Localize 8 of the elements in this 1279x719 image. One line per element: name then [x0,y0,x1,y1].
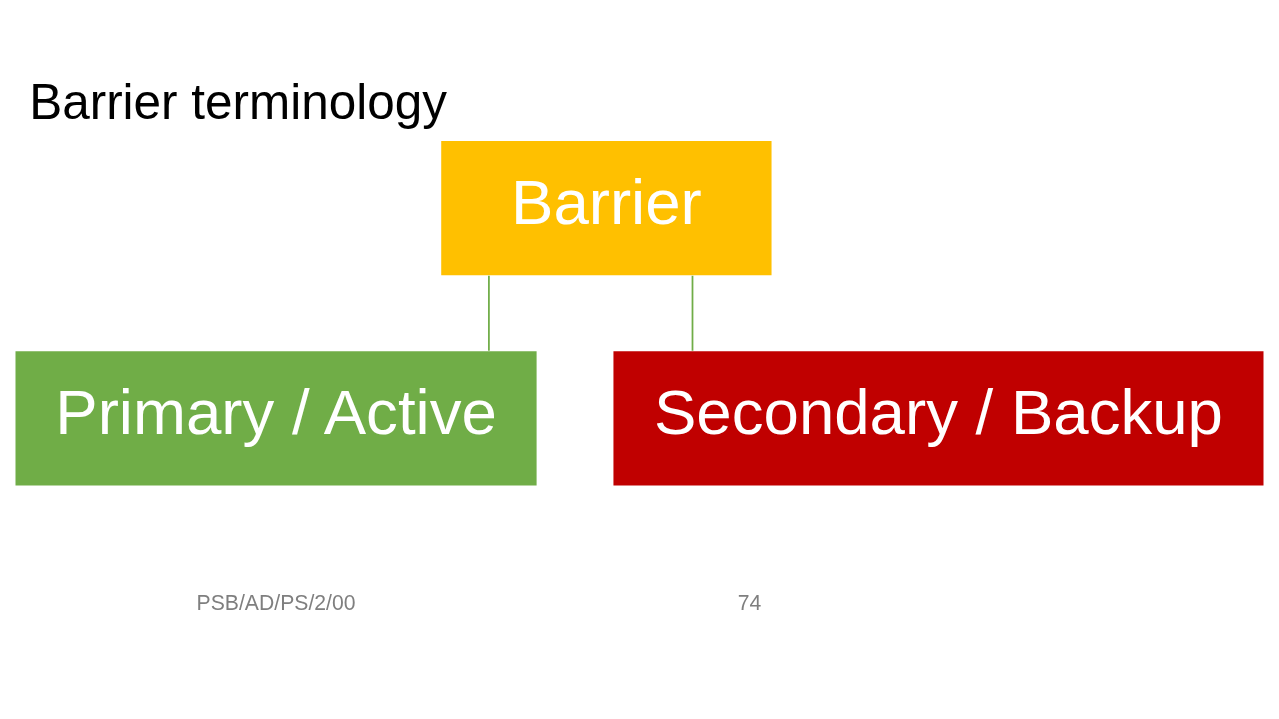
label: PSB/AD/PS/2/00 [196,590,356,614]
connector [488,274,490,352]
node-box: Barrier [441,140,772,275]
node-box: Secondary / Backup [613,350,1264,485]
label: 74 [737,590,762,614]
diagram-title: Barrier terminology [29,73,447,129]
node-box: Primary / Active [15,350,537,485]
connector [691,274,694,352]
